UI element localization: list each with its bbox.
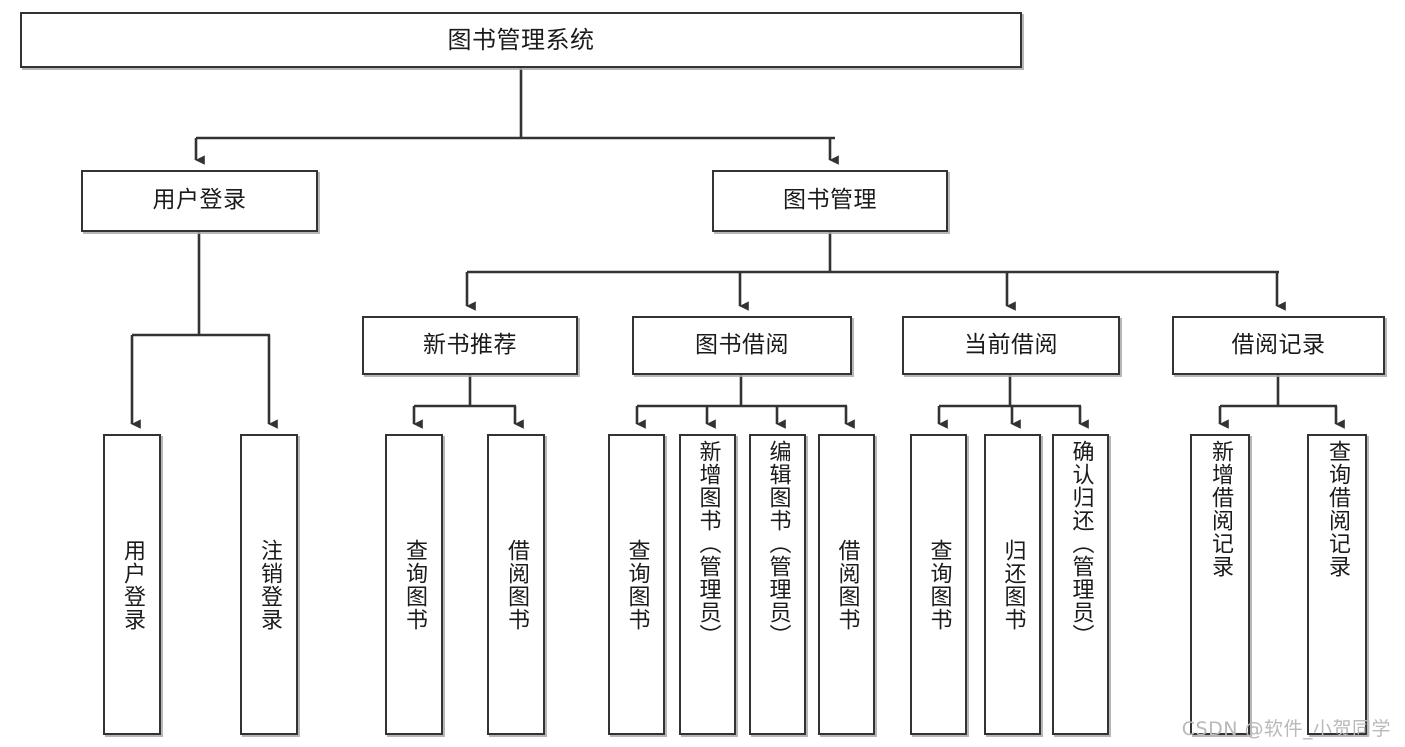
node-label: 确认归还（管理员） [1068, 440, 1094, 647]
leaf-label-wrap: 归还图书 [986, 436, 1039, 733]
node-label: 注销登录 [256, 538, 282, 631]
leaf-label-wrap: 查询图书 [610, 436, 663, 733]
leaf-borrow-book-2[interactable]: 借阅图书 [818, 434, 875, 735]
node-book-borrowing[interactable]: 图书借阅 [632, 316, 852, 375]
leaf-return-book[interactable]: 归还图书 [984, 434, 1041, 735]
leaf-query-book-2[interactable]: 查询图书 [608, 434, 665, 735]
leaf-logout[interactable]: 注销登录 [240, 434, 298, 735]
node-label: 借阅记录 [1231, 331, 1326, 358]
node-label: 借阅图书 [834, 538, 860, 631]
leaf-query-record[interactable]: 查询借阅记录 [1307, 434, 1367, 735]
node-label: 新增借阅记录 [1207, 440, 1233, 578]
leaf-label-wrap: 借阅图书 [489, 436, 543, 733]
leaf-add-record[interactable]: 新增借阅记录 [1190, 434, 1250, 735]
node-user-login[interactable]: 用户登录 [81, 170, 318, 232]
leaf-borrow-book-1[interactable]: 借阅图书 [487, 434, 545, 735]
leaf-query-book-1[interactable]: 查询图书 [385, 434, 443, 735]
node-label: 编辑图书（管理员） [765, 440, 791, 647]
node-label: 图书管理系统 [447, 25, 595, 54]
leaf-label-wrap: 查询图书 [387, 436, 441, 733]
node-label: 借阅图书 [503, 538, 529, 631]
node-book-management-system[interactable]: 图书管理系统 [20, 12, 1022, 68]
node-new-book-recommendation[interactable]: 新书推荐 [362, 316, 578, 375]
node-label: 图书管理 [783, 187, 877, 214]
node-borrowing-record[interactable]: 借阅记录 [1172, 316, 1385, 375]
leaf-label-wrap: 注销登录 [242, 436, 296, 733]
node-current-borrowing[interactable]: 当前借阅 [902, 316, 1120, 375]
leaf-label-wrap: 新增图书（管理员） [681, 436, 734, 737]
watermark-text: CSDN @软件_小贺同学 [1181, 718, 1391, 740]
leaf-user-login[interactable]: 用户登录 [103, 434, 161, 735]
leaf-edit-book[interactable]: 编辑图书（管理员） [749, 434, 806, 735]
leaf-label-wrap: 编辑图书（管理员） [751, 436, 804, 737]
node-label: 新增图书（管理员） [695, 440, 721, 647]
leaf-label-wrap: 查询借阅记录 [1309, 436, 1365, 737]
leaf-confirm-return[interactable]: 确认归还（管理员） [1052, 434, 1109, 735]
node-label: 查询图书 [401, 538, 427, 631]
leaf-label-wrap: 新增借阅记录 [1192, 436, 1248, 737]
node-label: 新书推荐 [423, 331, 517, 358]
leaf-query-book-3[interactable]: 查询图书 [910, 434, 967, 735]
node-label: 用户登录 [152, 187, 247, 214]
node-label: 查询图书 [624, 538, 650, 631]
node-label: 查询借阅记录 [1324, 440, 1350, 578]
leaf-label-wrap: 确认归还（管理员） [1054, 436, 1107, 737]
node-label: 用户登录 [119, 538, 145, 631]
leaf-label-wrap: 查询图书 [912, 436, 965, 733]
leaf-label-wrap: 借阅图书 [820, 436, 873, 733]
node-label: 当前借阅 [964, 331, 1058, 358]
node-label: 查询图书 [926, 538, 952, 631]
node-book-management[interactable]: 图书管理 [712, 170, 948, 232]
leaf-label-wrap: 用户登录 [105, 436, 159, 733]
node-label: 图书借阅 [695, 331, 789, 358]
leaf-add-book[interactable]: 新增图书（管理员） [679, 434, 736, 735]
node-label: 归还图书 [1000, 538, 1026, 631]
